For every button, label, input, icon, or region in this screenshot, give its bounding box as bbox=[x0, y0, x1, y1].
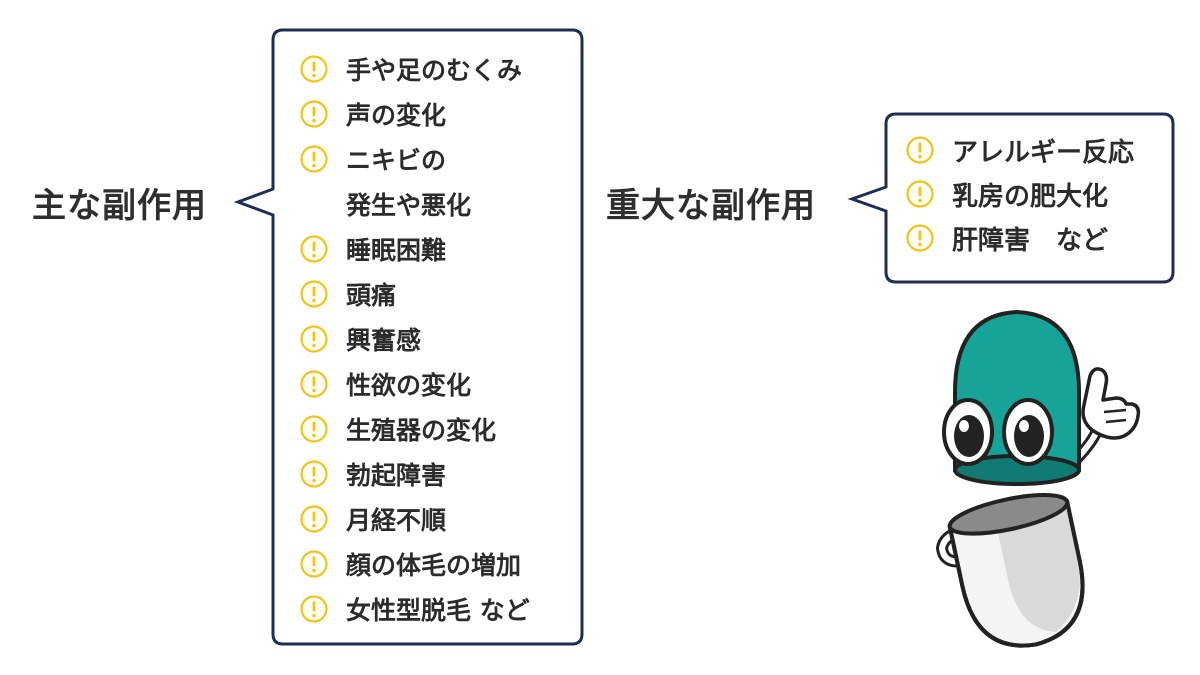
side-effect-text: 勃起障害 bbox=[346, 460, 447, 490]
side-effect-item: 手や足のむくみ bbox=[299, 46, 530, 91]
side-effect-text: 生殖器の変化 bbox=[346, 415, 497, 445]
warning-circle-icon bbox=[299, 234, 329, 264]
side-effect-text: 乳房の肥大化 bbox=[952, 181, 1109, 212]
side-effect-item: 乳房の肥大化 bbox=[905, 172, 1134, 216]
warning-circle-icon bbox=[905, 135, 935, 165]
side-effect-text: 手や足のむくみ bbox=[346, 55, 523, 85]
warning-circle-icon bbox=[299, 279, 329, 309]
side-effect-item: アレルギー反応 bbox=[905, 128, 1134, 172]
side-effect-item: 生殖器の変化 bbox=[299, 406, 530, 451]
warning-circle-icon bbox=[299, 414, 329, 444]
side-effect-item: 肝障害 など bbox=[905, 216, 1134, 260]
warning-circle-icon bbox=[299, 504, 329, 534]
warning-circle-icon bbox=[299, 369, 329, 399]
side-effect-text: 発生や悪化 bbox=[346, 190, 472, 220]
side-effect-item: 発生や悪化 bbox=[299, 181, 530, 226]
warning-circle-icon bbox=[905, 179, 935, 209]
side-effect-item: ニキビの bbox=[299, 136, 530, 181]
warning-circle-icon bbox=[299, 99, 329, 129]
side-effect-text: アレルギー反応 bbox=[952, 137, 1135, 168]
side-effect-item: 声の変化 bbox=[299, 91, 530, 136]
side-effect-text: 興奮感 bbox=[346, 325, 422, 355]
side-effect-item: 性欲の変化 bbox=[299, 361, 530, 406]
side-effect-text: 顔の体毛の増加 bbox=[346, 550, 522, 580]
serious-side-effects-heading: 重大な副作用 bbox=[606, 186, 816, 226]
side-effect-text: 性欲の変化 bbox=[346, 370, 472, 400]
mascot-left-eye bbox=[942, 398, 994, 466]
side-effect-item: 月経不順 bbox=[299, 496, 530, 541]
warning-circle-icon bbox=[905, 223, 935, 253]
pointing-hand-icon bbox=[1081, 367, 1141, 440]
warning-circle-icon bbox=[299, 324, 329, 354]
side-effect-item: 睡眠困難 bbox=[299, 226, 530, 271]
side-effect-text: ニキビの bbox=[346, 145, 447, 175]
side-effect-item: 勃起障害 bbox=[299, 451, 530, 496]
warning-circle-icon bbox=[299, 54, 329, 84]
main-side-effects-list: 手や足のむくみ声の変化ニキビの発生や悪化睡眠困難頭痛興奮感性欲の変化生殖器の変化… bbox=[299, 46, 530, 631]
warning-circle-icon bbox=[299, 459, 329, 489]
side-effect-text: 肝障害 など bbox=[952, 225, 1109, 256]
side-effect-text: 女性型脱毛 など bbox=[346, 595, 530, 625]
warning-circle-icon bbox=[299, 549, 329, 579]
main-side-effects-heading: 主な副作用 bbox=[32, 186, 207, 226]
main-bubble bbox=[233, 28, 584, 646]
side-effect-text: 声の変化 bbox=[346, 100, 447, 130]
side-effect-text: 睡眠困難 bbox=[346, 235, 447, 265]
mascot-right-eye bbox=[1002, 398, 1054, 466]
serious-side-effects-list: アレルギー反応乳房の肥大化肝障害 など bbox=[905, 128, 1134, 260]
side-effect-item: 顔の体毛の増加 bbox=[299, 541, 530, 586]
side-effect-text: 月経不順 bbox=[346, 505, 447, 535]
capsule-bottom bbox=[947, 493, 1085, 648]
side-effect-item: 興奮感 bbox=[299, 316, 530, 361]
side-effect-item: 頭痛 bbox=[299, 271, 530, 316]
side-effect-item: 女性型脱毛 など bbox=[299, 586, 530, 631]
side-effect-text: 頭痛 bbox=[346, 280, 397, 310]
warning-circle-icon bbox=[299, 144, 329, 174]
warning-circle-icon bbox=[299, 594, 329, 624]
